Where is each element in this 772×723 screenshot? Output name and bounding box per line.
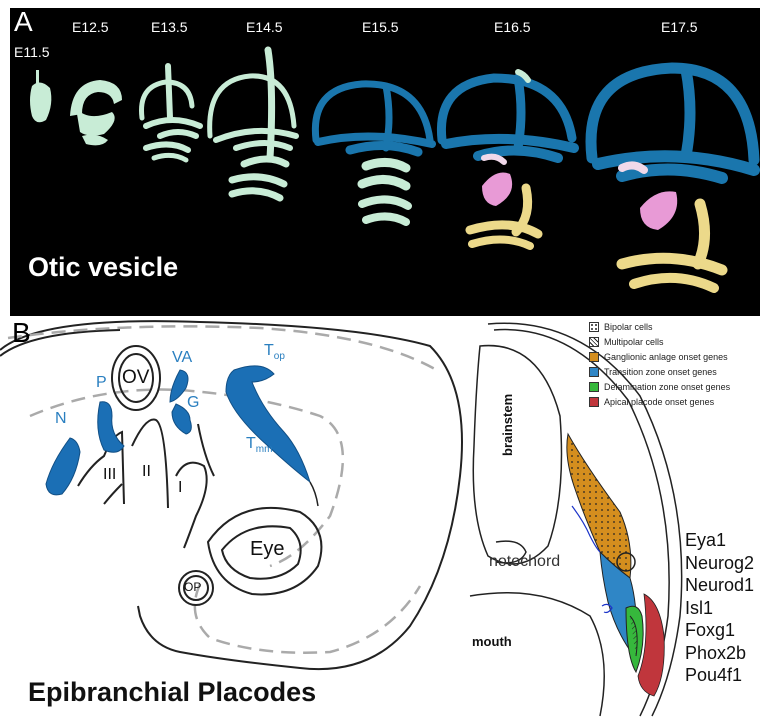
label-p: P bbox=[96, 374, 107, 391]
otic-vesicle-title: Otic vesicle bbox=[28, 252, 179, 282]
embryo-head-outline bbox=[0, 320, 463, 671]
arch-label-iii: III bbox=[103, 466, 117, 483]
legend-label: Ganglionic anlage onset genes bbox=[604, 351, 728, 362]
label-t-mm-main: T bbox=[246, 435, 256, 452]
eye-label: Eye bbox=[250, 538, 285, 560]
gene-item: Neurog2 bbox=[685, 552, 755, 573]
stage-e15-5-vesicle bbox=[311, 80, 436, 226]
legend-swatch-hatch bbox=[589, 336, 599, 347]
otic-development-illustration bbox=[30, 46, 760, 293]
legend-item: Delamination zone onset genes bbox=[589, 379, 769, 394]
panel-a-otic-vesicle: A E11.5 E12.5 E13.5 E14.5 E15.5 E16.5 E1… bbox=[10, 8, 760, 316]
stage-e11-5-vesicle bbox=[30, 70, 52, 123]
placode-n bbox=[45, 437, 81, 496]
gene-item: Isl1 bbox=[685, 597, 714, 618]
placode-p bbox=[97, 401, 125, 453]
stage-e16-5-vesicle bbox=[436, 69, 579, 250]
epibranchial-diagrams bbox=[0, 320, 683, 717]
gene-item: Phox2b bbox=[685, 642, 747, 663]
olfactory-placode-shape bbox=[178, 570, 214, 606]
legend-item: Multipolar cells bbox=[589, 334, 769, 349]
otic-vesicle-shape bbox=[111, 345, 161, 411]
legend-label: Transition zone onset genes bbox=[604, 366, 717, 377]
legend-swatch-color bbox=[589, 381, 599, 392]
legend-label: Delamination zone onset genes bbox=[604, 381, 731, 392]
trigeminal-line bbox=[309, 481, 319, 507]
panel-b-letter: B bbox=[12, 317, 31, 348]
legend: Bipolar cells Multipolar cells Ganglioni… bbox=[589, 319, 769, 409]
ov-label: OV bbox=[122, 367, 150, 388]
stage-e14-5-vesicle bbox=[207, 46, 299, 202]
stage-label-e15-5: E15.5 bbox=[362, 19, 399, 35]
notochord-label: notochord bbox=[489, 553, 561, 570]
gene-item: Foxg1 bbox=[685, 620, 736, 640]
embryo-inner-dashed bbox=[7, 325, 441, 654]
legend-item: Bipolar cells bbox=[589, 319, 769, 334]
stage-label-e17-5: E17.5 bbox=[661, 19, 698, 35]
placodes bbox=[45, 365, 311, 496]
legend-swatch-color bbox=[589, 366, 599, 377]
label-t-op-sub: op bbox=[273, 351, 285, 363]
pharyngeal-arches bbox=[77, 418, 215, 549]
stage-label-e16-5: E16.5 bbox=[494, 19, 531, 35]
placode-t bbox=[225, 365, 311, 484]
arch-label-ii: II bbox=[142, 463, 151, 480]
legend-item: Transition zone onset genes bbox=[589, 364, 769, 379]
stage-label-e11-5: E11.5 bbox=[14, 44, 50, 60]
gene-item: Pou4f1 bbox=[685, 665, 743, 685]
ganglion-regions bbox=[566, 432, 665, 697]
brainstem-label: brainstem bbox=[500, 393, 515, 456]
panel-b-epibranchial: B N P VA G Top Tmm III II I OV Eye OP Ep… bbox=[0, 316, 772, 723]
label-va: VA bbox=[172, 349, 193, 366]
eye-shape bbox=[206, 506, 323, 596]
legend-swatch-color bbox=[589, 396, 599, 407]
stage-e13-5-vesicle bbox=[139, 63, 203, 163]
op-label: OP bbox=[184, 580, 202, 594]
epibranchial-title: Epibranchial Placodes bbox=[28, 677, 317, 707]
legend-swatch-color bbox=[589, 351, 599, 362]
label-g: G bbox=[187, 394, 200, 411]
stage-label-e12-5: E12.5 bbox=[72, 19, 109, 35]
legend-item: Apical placode onset genes bbox=[589, 394, 769, 409]
legend-label: Bipolar cells bbox=[604, 321, 653, 332]
gene-list: Eya1 Neurog2 Neurod1 Isl1 Foxg1 Phox2b P… bbox=[685, 529, 754, 687]
label-t-mm: Tmm bbox=[246, 435, 272, 455]
gene-item: Neurod1 bbox=[685, 575, 755, 595]
legend-label: Multipolar cells bbox=[604, 336, 664, 347]
legend-item: Ganglionic anlage onset genes bbox=[589, 349, 769, 364]
label-t-op: Top bbox=[264, 342, 285, 362]
label-t-mm-sub: mm bbox=[255, 444, 273, 456]
gene-item: Eya1 bbox=[685, 530, 727, 550]
stage-e12-5-vesicle bbox=[70, 80, 122, 146]
placode-g bbox=[171, 403, 192, 435]
stage-label-e13-5: E13.5 bbox=[151, 19, 188, 35]
label-n: N bbox=[55, 410, 67, 427]
placode-va bbox=[169, 369, 189, 403]
legend-label: Apical placode onset genes bbox=[604, 396, 715, 407]
stage-e17-5-vesicle bbox=[585, 62, 760, 293]
mouth-label: mouth bbox=[472, 634, 512, 649]
legend-swatch-dots bbox=[589, 321, 599, 332]
stage-label-e14-5: E14.5 bbox=[246, 19, 283, 35]
arch-label-i: I bbox=[178, 479, 183, 496]
neuron-fibers bbox=[571, 505, 613, 614]
panel-a-letter: A bbox=[14, 6, 33, 37]
label-t-op-main: T bbox=[264, 342, 274, 359]
